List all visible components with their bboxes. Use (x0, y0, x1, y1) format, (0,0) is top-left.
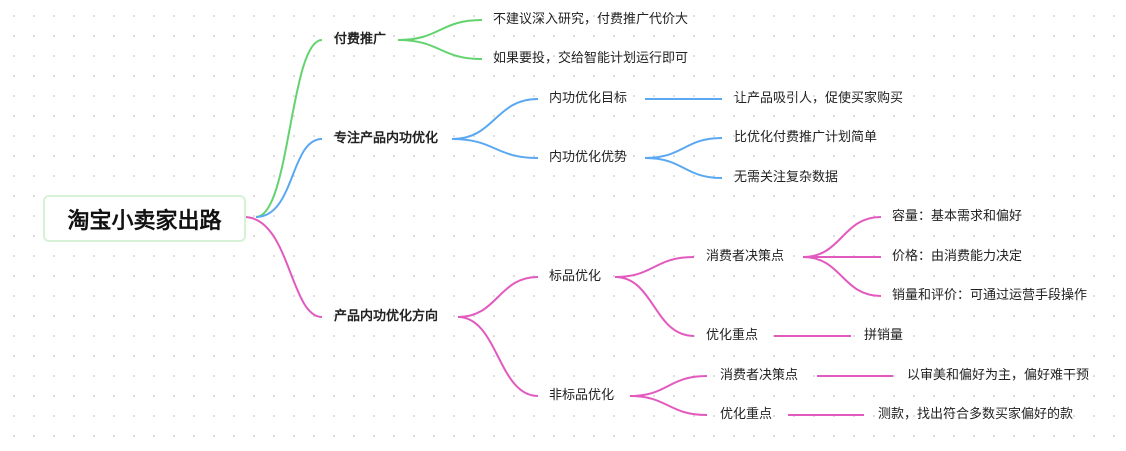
subtopic[interactable]: 拼销量 (864, 328, 904, 343)
subtopic[interactable]: 测款，找出符合多数买家偏好的款 (878, 407, 1074, 422)
pink-connectors (243, 216, 893, 416)
topic-optimization-direction[interactable]: 产品内功优化方向 (334, 309, 439, 324)
subtopic[interactable]: 优化重点 (706, 328, 759, 343)
subtopic[interactable]: 以审美和偏好为主，偏好难干预 (907, 368, 1090, 383)
subtopic[interactable]: 让产品吸引人，促使买家购买 (734, 91, 904, 106)
subtopic[interactable]: 价格：由消费能力决定 (892, 249, 1023, 264)
subtopic[interactable]: 标品优化 (549, 269, 602, 284)
subtopic[interactable]: 消费者决策点 (720, 368, 799, 383)
subtopic[interactable]: 无需关注复杂数据 (734, 170, 839, 185)
connector (255, 39, 323, 218)
blue-connectors (255, 98, 723, 218)
connector (255, 138, 323, 218)
green-connectors (255, 19, 483, 218)
connector (457, 276, 539, 318)
root-topic[interactable]: 淘宝小卖家出路 (43, 195, 246, 242)
connector (457, 316, 539, 397)
subtopic[interactable]: 销量和评价：可通过运营手段操作 (892, 288, 1088, 303)
connector (644, 137, 723, 159)
connector (802, 256, 882, 297)
subtopic[interactable]: 非标品优化 (549, 388, 615, 403)
subtopic[interactable]: 不建议深入研究，付费推广代价大 (493, 12, 689, 27)
connector (451, 138, 539, 159)
topic-paid-promotion[interactable]: 付费推广 (334, 32, 387, 47)
connector (614, 256, 695, 278)
connector (397, 39, 483, 60)
root-topic-label: 淘宝小卖家出路 (67, 208, 222, 234)
connector (629, 375, 708, 397)
subtopic[interactable]: 消费者决策点 (706, 249, 785, 264)
connector (451, 98, 539, 140)
subtopic[interactable]: 内功优化目标 (549, 91, 628, 106)
connector (644, 157, 723, 179)
connector (802, 216, 882, 258)
topic-internal-optimization[interactable]: 专注产品内功优化 (334, 131, 439, 146)
connector (243, 216, 323, 318)
subtopic[interactable]: 优化重点 (720, 407, 773, 422)
connector (397, 19, 483, 41)
connector (629, 395, 708, 416)
subtopic[interactable]: 容量：基本需求和偏好 (892, 209, 1023, 224)
subtopic[interactable]: 如果要投，交给智能计划运行即可 (493, 51, 689, 66)
subtopic[interactable]: 比优化付费推广计划简单 (734, 130, 878, 145)
connector (614, 276, 695, 337)
subtopic[interactable]: 内功优化优势 (549, 150, 628, 165)
